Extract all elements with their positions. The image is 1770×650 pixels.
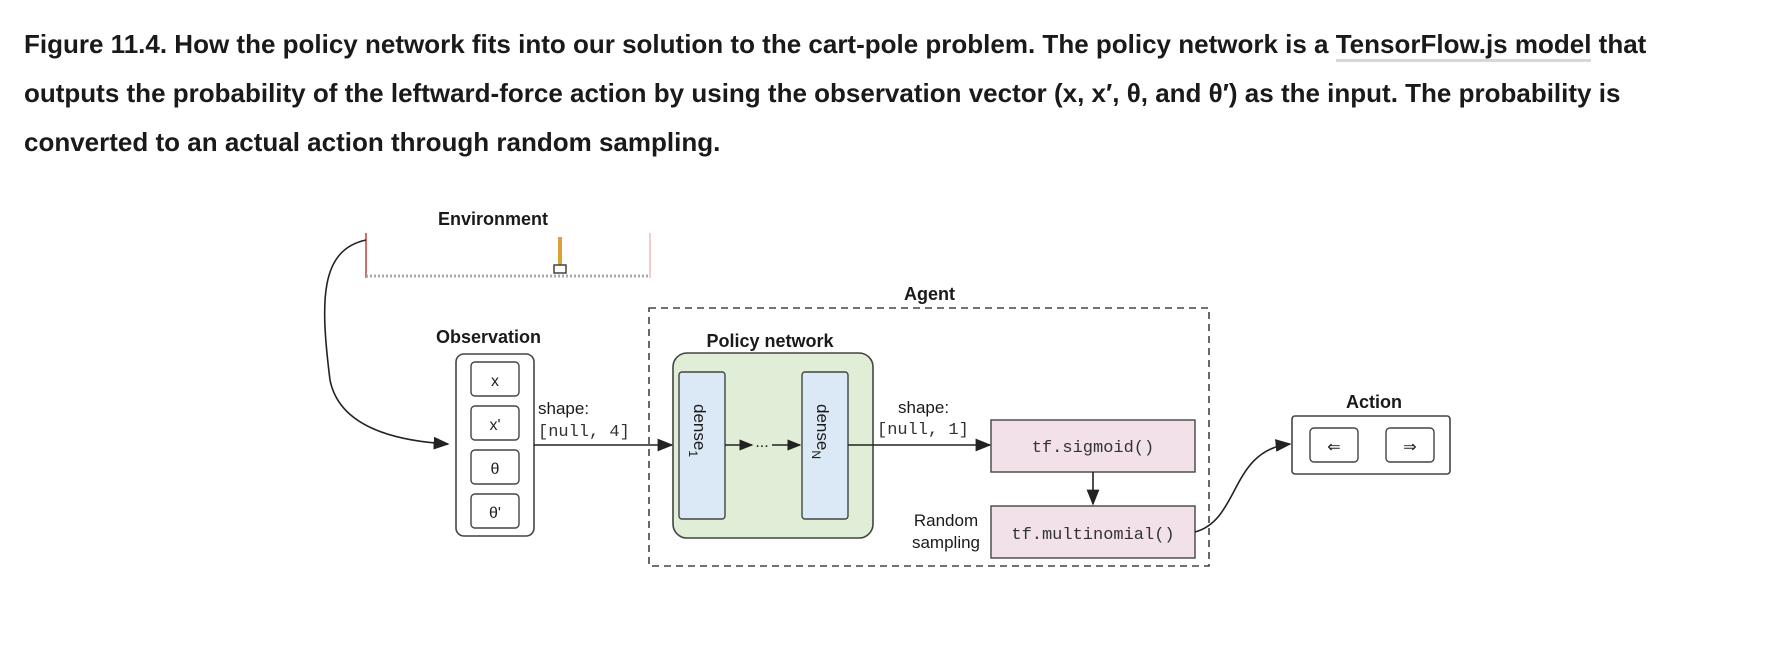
dense-ellipsis: ... [755, 434, 768, 451]
dense-first-label: dense1 [686, 404, 709, 457]
caption-text-part2: that outputs the probability of the left… [24, 29, 1647, 157]
right-arrow-icon: ⇒ [1403, 439, 1416, 456]
caption-text-part1: How the policy network fits into our sol… [167, 29, 1336, 59]
environment-label: Environment [438, 209, 548, 229]
observation-label: Observation [436, 327, 541, 347]
agent-label: Agent [904, 284, 955, 304]
sigmoid-label: tf.sigmoid() [1032, 439, 1154, 458]
action-left-button[interactable] [1309, 427, 1359, 463]
policy-network-label: Policy network [706, 331, 834, 351]
observation-item-x: x [491, 373, 499, 390]
multinomial-box [990, 505, 1196, 559]
environment: Environment [365, 209, 651, 278]
sigmoid-box [990, 419, 1196, 473]
input-shape-value: [null, 4] [538, 423, 630, 442]
caption-link[interactable]: TensorFlow.js model [1335, 29, 1592, 62]
left-arrow-icon: ⇐ [1327, 439, 1340, 456]
caption-figure-label: Figure 11.4. [24, 29, 168, 59]
output-shape-label: shape: [898, 398, 949, 417]
multinomial-to-action-arrow [1194, 439, 1292, 533]
observation-item-theta-prime-box [470, 493, 520, 529]
dense-last-label: denseN [809, 404, 832, 459]
cart-icon [553, 264, 567, 274]
observation-item-x-box [470, 361, 520, 397]
agent-box [648, 307, 1210, 567]
environment-to-observation-arrow [323, 239, 450, 450]
input-shape-label: shape: [538, 399, 589, 418]
action-right-button[interactable] [1385, 427, 1435, 463]
observation-item-theta: θ [491, 461, 500, 478]
random-sampling-line1: Random [914, 511, 978, 530]
action-label: Action [1346, 392, 1402, 412]
observation-items: x x' θ θ' [470, 361, 520, 529]
output-shape-value: [null, 1] [877, 421, 969, 440]
observation-item-theta-prime: θ' [489, 505, 501, 522]
observation-item-x-prime: x' [489, 417, 500, 434]
figure-caption: Figure 11.4. How the policy network fits… [24, 20, 1744, 167]
multinomial-label: tf.multinomial() [1011, 526, 1174, 545]
observation-item-x-prime-box [470, 405, 520, 441]
observation-item-theta-box [470, 449, 520, 485]
random-sampling-line2: sampling [912, 533, 980, 552]
